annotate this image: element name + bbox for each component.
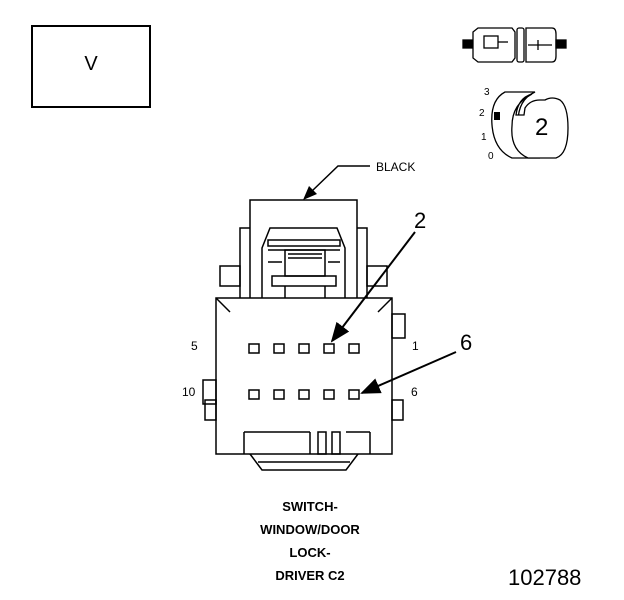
black-wire-leader xyxy=(303,165,370,200)
callout-6-arrow xyxy=(360,351,457,394)
callout-2-label: 2 xyxy=(414,208,427,233)
pin-label-5: 5 xyxy=(191,339,198,353)
dial-position-2: 2 xyxy=(479,108,485,119)
dial-position-0: 0 xyxy=(488,151,494,162)
position-dial-icon xyxy=(491,91,569,159)
cavity-8 xyxy=(298,389,310,400)
pin-label-10: 10 xyxy=(182,385,196,399)
cavity-7 xyxy=(323,389,335,400)
figure-number: 102788 xyxy=(508,565,582,590)
caption-line-4: DRIVER C2 xyxy=(275,568,345,583)
connector-body xyxy=(202,199,406,471)
pin-label-1: 1 xyxy=(412,339,419,353)
dial-position-1: 1 xyxy=(481,132,487,143)
cavity-5 xyxy=(248,343,260,354)
connector-caption: SWITCH- WINDOW/DOOR LOCK- DRIVER C2 xyxy=(230,495,390,587)
wire-color-label: BLACK xyxy=(376,160,416,174)
cavity-6 xyxy=(348,389,360,400)
cavity-1 xyxy=(348,343,360,354)
dial-position-3: 3 xyxy=(484,87,490,98)
caption-line-3: LOCK- xyxy=(289,545,331,560)
cavity-10 xyxy=(248,389,260,400)
connector-side-icon xyxy=(462,27,567,63)
caption-line-1: SWITCH- xyxy=(282,499,338,514)
caption-line-2: WINDOW/DOOR xyxy=(260,522,360,537)
pin-cavities xyxy=(248,343,360,400)
view-label: V xyxy=(84,53,98,75)
cavity-9 xyxy=(273,389,285,400)
pin-label-6: 6 xyxy=(411,385,418,399)
cavity-2 xyxy=(323,343,335,354)
cavity-4 xyxy=(273,343,285,354)
cavity-3 xyxy=(298,343,310,354)
callout-2-arrow xyxy=(330,231,416,343)
view-box xyxy=(31,25,151,108)
callout-6-label: 6 xyxy=(460,330,473,355)
dial-selected-number: 2 xyxy=(535,114,549,141)
